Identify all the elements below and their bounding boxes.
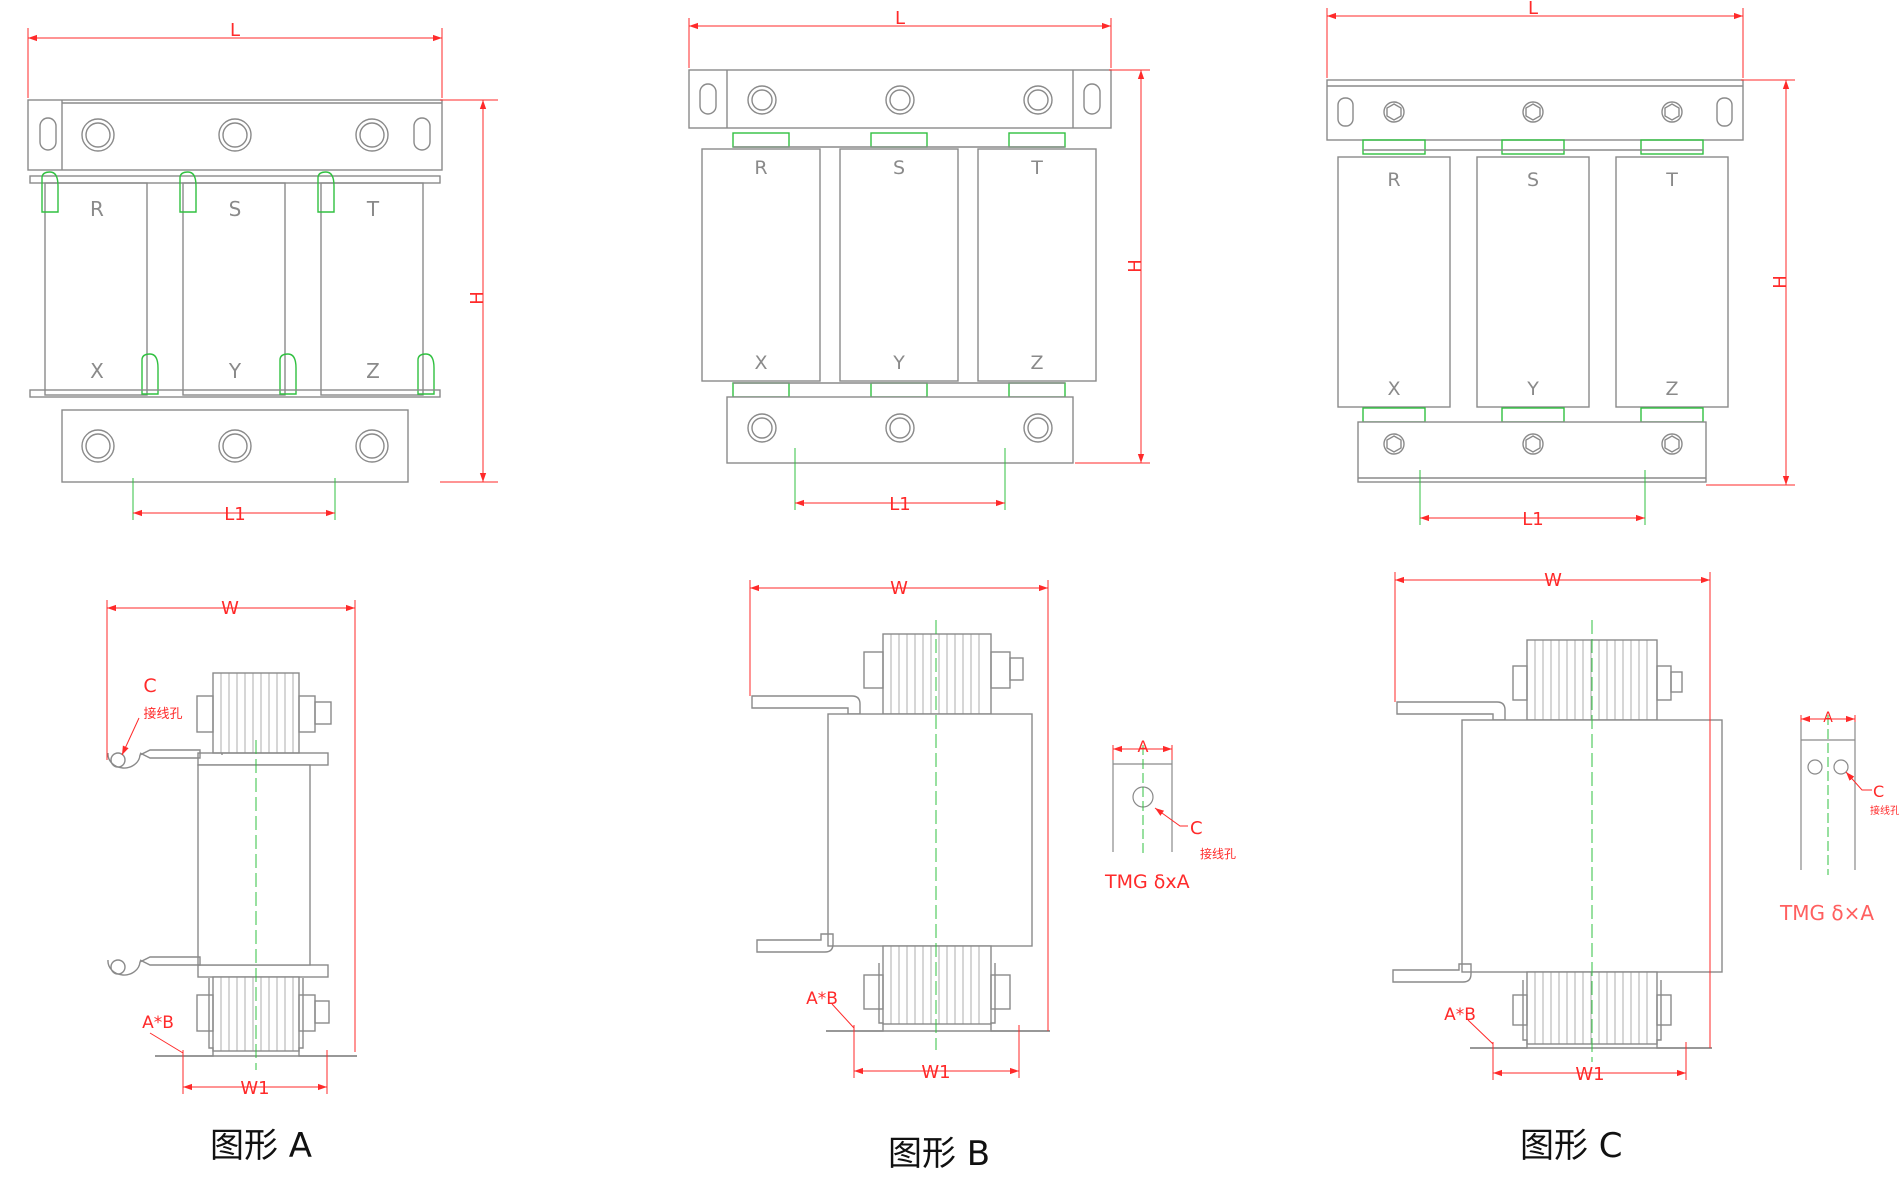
dim-label-l1: L1 [224,504,245,525]
figure-b-caption: 图形 B [888,1134,991,1174]
terminal-label: S [229,197,242,221]
figure-c-side-dimensions [1394,572,1711,1080]
figure-c-terminal-labels: R S T X Y Z [1387,169,1678,400]
figure-a-front-view [27,99,443,483]
slot-label: A*B [142,1013,174,1033]
terminal-label: Y [228,359,242,383]
terminal-label: S [1527,169,1539,191]
figure-b-side-dimensions [749,580,1049,1078]
dim-label-l1: L1 [1522,509,1543,530]
figure-b-top-bolts [747,85,1053,115]
figure-b-detail-labels: A C 接线孔 TMG δxA [1104,737,1236,893]
terminal-label: R [90,197,104,221]
figure-b-detail-dimensions [1112,745,1188,827]
figure-b-bottom-bolts [747,413,1053,443]
hole-note: 接线孔 [1870,804,1899,817]
figure-a-dimension-labels: L L1 H [224,20,488,525]
terminal-label: T [366,197,380,221]
terminal-label: T [1665,169,1678,191]
dim-label-w1: W1 [240,1078,269,1099]
dim-label-l: L [1528,0,1538,19]
dim-label-h: H [1770,275,1791,289]
dim-label-w1: W1 [921,1062,950,1083]
figure-c-side-labels: W W1 A*B [1444,570,1605,1085]
figure-a-caption: 图形 A [210,1126,313,1166]
figure-c-side-view [1392,639,1723,1049]
terminal-label: X [90,359,104,383]
figure-b-dimensions [688,18,1150,510]
figure-c-terminal-detail [1800,722,1856,870]
figure-b-dimension-labels: L L1 H [889,8,1146,515]
hole-note: 接线孔 [1200,846,1236,861]
figure-b-terminal-labels: R S T X Y Z [754,157,1043,374]
hole-label-c: C [1873,782,1884,801]
terminal-label: Z [1030,352,1043,374]
material-spec: TMG δxA [1104,871,1190,893]
figure-a-side-labels: W W1 C 接线孔 A*B [142,598,270,1099]
terminal-label: Y [1526,378,1539,400]
dim-label-w: W [890,578,908,599]
figure-a-terminal-labels: R S T X Y Z [90,197,380,383]
dim-label-w1: W1 [1575,1064,1604,1085]
figure-c-front-view [1326,79,1744,483]
terminal-label: R [1387,169,1400,191]
slot-label: A*B [806,989,838,1009]
figure-c-detail-dimensions [1800,715,1872,791]
figure-b-front-view [688,69,1112,464]
dim-label-w: W [1544,570,1562,591]
figure-c-caption: 图形 C [1520,1126,1623,1166]
dim-label-l: L [895,8,905,29]
figure-b-side-view [751,633,1050,1032]
terminal-label: S [893,157,905,179]
material-spec: TMG δ×A [1779,901,1874,925]
figure-b-side-labels: W W1 A*B [806,578,951,1083]
dim-label-l: L [230,20,240,41]
terminal-label: X [1387,378,1400,400]
slot-label: A*B [1444,1005,1476,1025]
terminal-label: Z [366,359,380,383]
dim-label-h: H [467,291,488,305]
terminal-label: T [1030,157,1043,179]
detail-dim-a: A [1823,710,1833,726]
figure-a-side-dimensions [106,600,356,1094]
hole-note: 接线孔 [143,706,182,722]
terminal-label: Y [892,352,905,374]
figure-c-top-bolts [1383,101,1683,123]
detail-dim-a: A [1138,737,1149,756]
figure-c-dimensions [1326,8,1795,525]
dim-label-l1: L1 [889,494,910,515]
terminal-label: Z [1665,378,1678,400]
figure-a-lugs [41,171,435,395]
figure-a-top-bolts [81,118,389,152]
terminal-label: X [754,352,767,374]
hole-label-c: C [143,675,156,697]
figure-c-dimension-labels: L L1 H [1522,0,1791,530]
figure-c-bottom-bolts [1383,433,1683,455]
hole-label-c: C [1190,818,1203,839]
dim-label-w: W [221,598,239,619]
figure-a-bottom-bolts [81,429,389,463]
figure-c-detail-labels: A C 接线孔 TMG δ×A [1779,710,1899,925]
dim-label-h: H [1125,259,1146,273]
figure-a-side-view [107,672,357,1057]
figure-a-dimensions [27,28,498,520]
terminal-label: R [754,157,767,179]
